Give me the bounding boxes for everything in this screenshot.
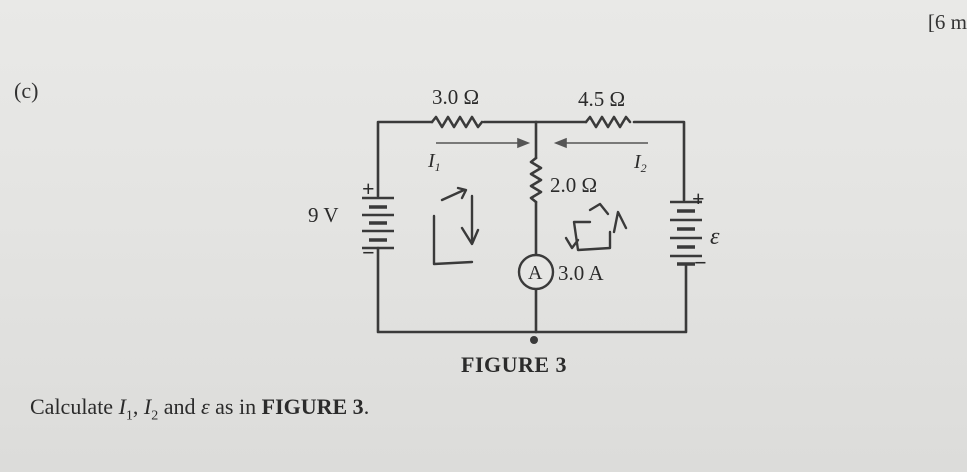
resistor-middle-label: 2.0 Ω <box>550 173 597 197</box>
resistor-right <box>584 115 632 129</box>
question-suffix-end: . <box>363 394 370 419</box>
question-prefix: Calculate <box>30 394 119 419</box>
marks-label: [6 m <box>927 10 967 34</box>
junction-dot <box>530 336 538 344</box>
battery-right-cell <box>670 200 702 266</box>
ammeter-reading: 3.0 A <box>558 261 604 285</box>
sub-2: 2 <box>151 408 159 424</box>
wire-top-right <box>632 120 686 202</box>
question-suffix-plain: as in <box>209 394 262 419</box>
question-conj: and <box>158 394 201 419</box>
var-i2: I <box>143 394 152 419</box>
battery-left-minus: − <box>362 240 375 265</box>
question-sep: , <box>132 394 144 419</box>
loop-arrow-left <box>432 186 480 266</box>
emf-label: ε <box>710 224 720 250</box>
battery-right-minus: − <box>694 250 707 275</box>
current-1-label: I1 <box>427 150 441 174</box>
loop-arrow-right <box>564 202 628 252</box>
question-part-label: (c) <box>14 78 39 103</box>
question-text: Calculate I1, I2 and ε as in FIGURE 3. <box>30 394 369 424</box>
sub-1: 1 <box>125 408 133 424</box>
wire-top-left <box>376 120 434 198</box>
battery-left-cell <box>362 196 394 250</box>
resistor-left-label: 3.0 Ω <box>432 85 479 109</box>
wire-left-lower <box>376 246 688 334</box>
battery-left-label: 9 V <box>308 203 339 227</box>
ammeter-circle <box>517 253 555 291</box>
current-arrows <box>436 137 648 149</box>
resistor-middle <box>529 156 543 204</box>
battery-right-plus: + <box>692 186 705 211</box>
current-2-label: I2 <box>633 151 647 175</box>
var-i1: I <box>118 394 126 419</box>
resistor-right-label: 4.5 Ω <box>578 87 625 111</box>
question-figure-ref: FIGURE 3 <box>261 394 364 419</box>
var-emf: ε <box>201 394 210 419</box>
resistor-left <box>430 115 484 129</box>
figure-caption: FIGURE 3 <box>461 352 568 377</box>
ammeter-symbol: A <box>528 262 543 284</box>
battery-left-plus: + <box>362 176 375 201</box>
